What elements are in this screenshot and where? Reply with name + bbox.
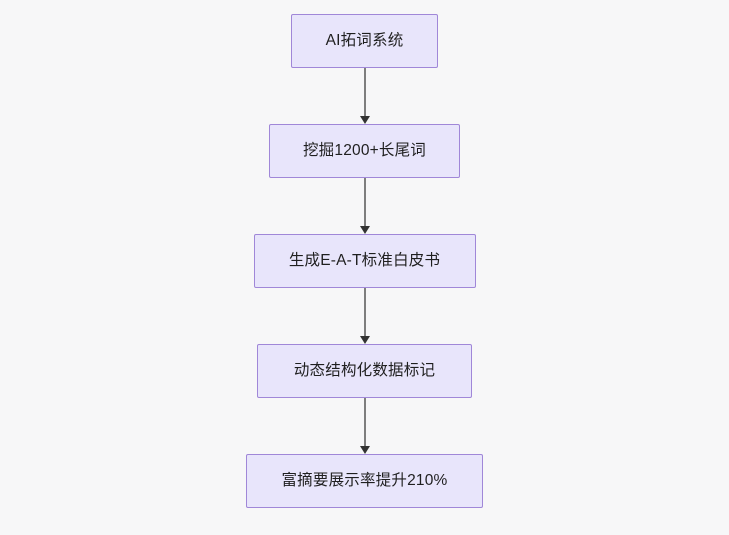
edge-line: [363, 68, 366, 118]
flow-node-label: 富摘要展示率提升210%: [281, 472, 448, 490]
arrow-down-icon: [359, 116, 370, 124]
flow-node-mine-longtail-keywords[interactable]: 挖掘1200+长尾词: [269, 124, 460, 178]
arrow-down-icon: [359, 446, 370, 454]
flow-node-dynamic-structured-data-markup[interactable]: 动态结构化数据标记: [257, 344, 472, 398]
arrow-down-icon: [359, 336, 370, 344]
edge-line: [363, 178, 366, 228]
flow-edge-n3-n4: [356, 398, 374, 454]
flow-node-label: AI拓词系统: [325, 32, 404, 50]
flow-edge-n0-n1: [356, 68, 374, 124]
edge-line: [363, 398, 366, 448]
arrow-down-icon: [359, 226, 370, 234]
flow-node-label: 动态结构化数据标记: [293, 362, 436, 380]
flow-edge-n1-n2: [356, 178, 374, 234]
edge-line: [363, 288, 366, 338]
flow-node-generate-eat-whitepaper[interactable]: 生成E-A-T标准白皮书: [253, 234, 476, 288]
flow-edge-n2-n3: [356, 288, 374, 344]
flow-node-rich-snippet-impression-lift[interactable]: 富摘要展示率提升210%: [246, 454, 483, 508]
flow-node-label: 生成E-A-T标准白皮书: [288, 252, 441, 270]
flow-node-ai-keyword-system[interactable]: AI拓词系统: [291, 14, 438, 68]
flow-node-label: 挖掘1200+长尾词: [302, 142, 427, 160]
